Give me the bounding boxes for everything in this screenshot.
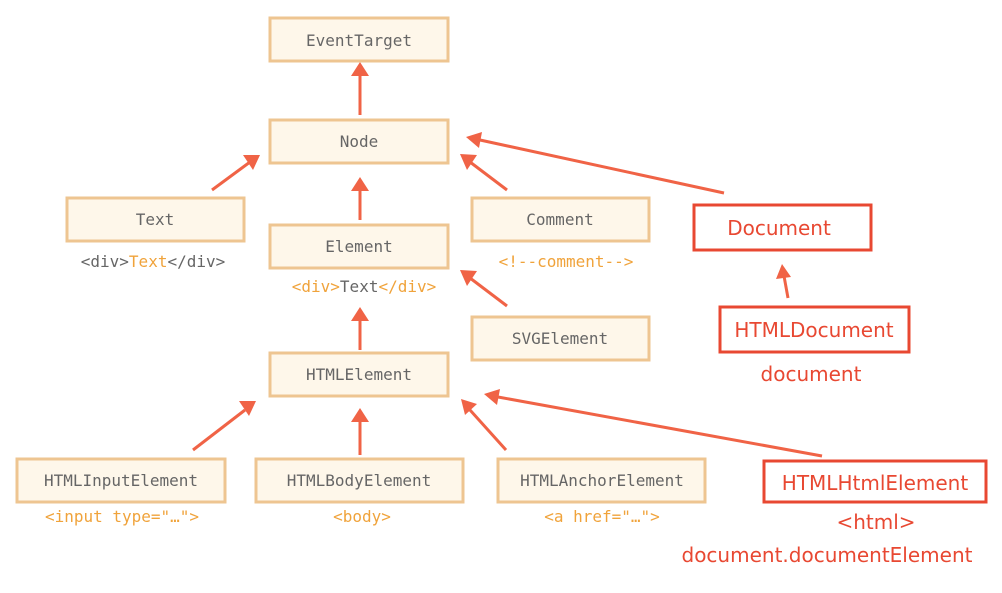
arrowhead (466, 132, 482, 148)
class-boxes: EventTarget Node Text Element Comment SV… (15, 16, 707, 504)
htmlanchorelement-box (496, 457, 707, 504)
htmlelement-box (268, 351, 450, 398)
arrowhead (351, 307, 369, 321)
text-label: Text (136, 210, 175, 229)
arrow-htmldocument-to-document (782, 275, 790, 299)
arrow-comment-to-node (469, 160, 508, 192)
eventtarget-label: EventTarget (306, 31, 412, 50)
htmlbodyelement-box (254, 457, 465, 504)
arrow-text-to-node (211, 160, 251, 192)
arrows (192, 62, 823, 458)
htmlelement-label: HTMLElement (306, 365, 412, 384)
document-example: document (761, 362, 862, 386)
text-example: <div>Text</div> (81, 252, 226, 271)
document-box (692, 203, 873, 252)
htmldocument-label: HTMLDocument (734, 318, 893, 342)
element-example-close: </div> (378, 277, 436, 296)
text-box (65, 196, 246, 243)
svgelement-label: SVGElement (512, 329, 608, 348)
example-captions: <div>Text</div> <div>Text</div> <!--comm… (45, 252, 973, 567)
arrowhead (460, 270, 477, 286)
arrowhead (461, 399, 477, 415)
htmlinputelement-box (15, 457, 227, 504)
arrow-htmlinput-to-htmlelement (192, 408, 246, 452)
arrowhead (484, 389, 500, 405)
arrow-svgelement-to-element (469, 276, 508, 308)
htmlbodyelement-label: HTMLBodyElement (287, 471, 432, 490)
element-example: <div>Text</div> (292, 277, 437, 296)
text-example-inner: Text (129, 252, 168, 271)
comment-box (470, 196, 651, 243)
htmlhtmlelement-box (762, 459, 988, 504)
element-example-inner: Text (340, 277, 379, 296)
document-element-example: document.documentElement (682, 543, 973, 567)
element-box (268, 223, 450, 270)
htmlinputelement-label: HTMLInputElement (44, 471, 198, 490)
node-box (268, 118, 450, 165)
arrowhead (351, 408, 369, 422)
comment-label: Comment (526, 210, 593, 229)
arrowhead (351, 62, 369, 76)
arrowhead (243, 155, 260, 170)
comment-example: <!--comment--> (499, 252, 634, 271)
arrow-htmlhtmlelement-to-htmlelement (497, 395, 823, 458)
eventtarget-box (268, 16, 450, 63)
arrowhead (776, 264, 791, 279)
document-label: Document (727, 216, 831, 240)
htmldocument-box (718, 305, 911, 354)
text-example-open: <div> (81, 252, 129, 271)
input-example: <input type="…"> (45, 507, 199, 526)
document-boxes: Document HTMLDocument HTMLHtmlElement (692, 203, 988, 504)
element-example-open: <div> (292, 277, 340, 296)
svgelement-box (470, 315, 651, 362)
html-tag-example: <html> (836, 510, 915, 534)
arrowhead (239, 401, 256, 416)
arrowhead (460, 154, 477, 170)
htmlhtmlelement-label: HTMLHtmlElement (782, 471, 969, 495)
body-example: <body> (333, 507, 391, 526)
arrowhead (351, 177, 369, 191)
arrow-document-to-node (479, 138, 725, 195)
arrow-htmlanchor-to-htmlelement (468, 408, 508, 452)
text-example-close: </div> (167, 252, 225, 271)
element-label: Element (325, 237, 392, 256)
htmlanchorelement-label: HTMLAnchorElement (520, 471, 684, 490)
anchor-example: <a href="…"> (544, 507, 660, 526)
node-label: Node (340, 132, 379, 151)
